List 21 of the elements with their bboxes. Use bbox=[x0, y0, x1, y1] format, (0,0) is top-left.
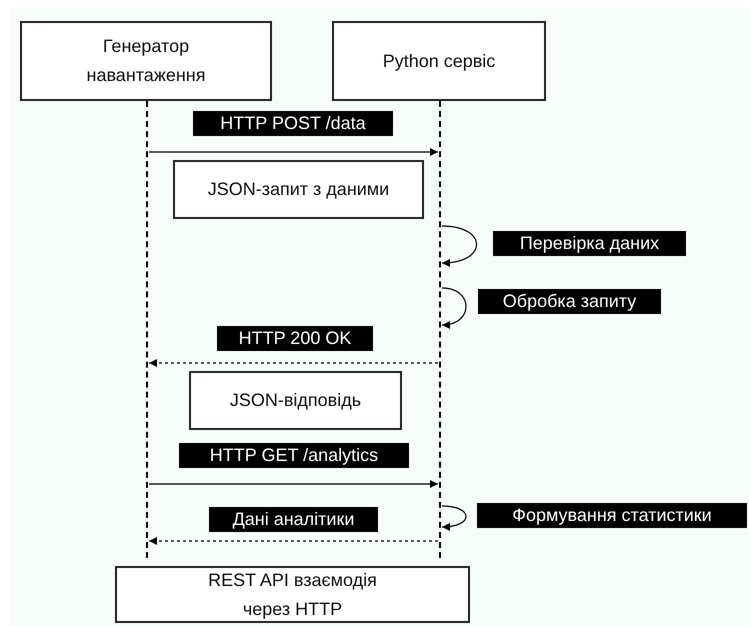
edge-label: Формування статистики bbox=[477, 503, 747, 528]
message-arrow bbox=[149, 537, 438, 545]
note-box: REST API взаємодія через HTTP bbox=[115, 566, 470, 623]
note-box: JSON-відповідь bbox=[189, 371, 402, 430]
message-arrow bbox=[442, 505, 467, 531]
edge-label: Обробка запиту bbox=[478, 289, 661, 314]
message-arrow bbox=[442, 225, 478, 266]
message-arrow bbox=[149, 148, 438, 156]
lifeline bbox=[439, 101, 442, 558]
edge-label: HTTP 200 OK bbox=[217, 326, 373, 351]
lifeline bbox=[146, 101, 149, 558]
participant-box: Генератор навантаження bbox=[20, 21, 272, 101]
message-arrow bbox=[442, 287, 466, 328]
message-arrow bbox=[149, 359, 438, 367]
note-box: JSON-запит з даними bbox=[173, 160, 424, 219]
edge-label: HTTP GET /analytics bbox=[179, 443, 409, 468]
participant-box: Python сервіс bbox=[332, 21, 546, 101]
edge-label: Дані аналітики bbox=[209, 507, 378, 532]
edge-label: HTTP POST /data bbox=[193, 111, 393, 136]
message-arrow bbox=[149, 480, 438, 488]
edge-label: Перевірка даних bbox=[493, 231, 686, 256]
